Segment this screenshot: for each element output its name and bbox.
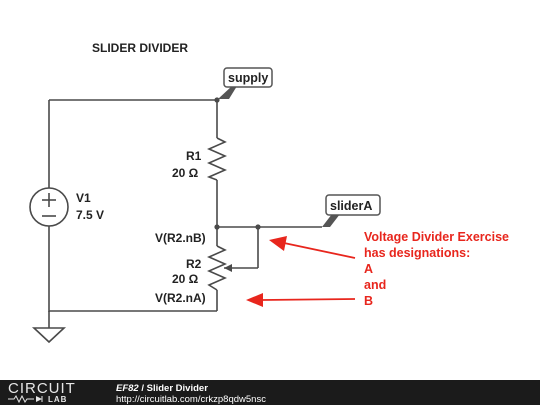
annotation-line-1: Voltage Divider Exercise bbox=[364, 230, 509, 244]
wires bbox=[48, 99, 322, 328]
node-label-r2-nb: V(R2.nB) bbox=[155, 231, 206, 245]
schematic-canvas: SLIDER DIVIDER R1 bbox=[29, 41, 509, 344]
node-label-r2-na: V(R2.nA) bbox=[155, 291, 206, 305]
resistor-r1-symbol[interactable] bbox=[206, 137, 227, 181]
annotation-line-5: B bbox=[364, 294, 373, 308]
schematic-title: SLIDER DIVIDER bbox=[92, 41, 188, 55]
r2-name: R2 bbox=[186, 257, 202, 271]
footer-separator: / bbox=[138, 383, 147, 394]
net-label-slider-a[interactable]: sliderA bbox=[322, 194, 381, 227]
resistor-r2-symbol[interactable] bbox=[207, 245, 227, 291]
slider-a-label-text: sliderA bbox=[330, 199, 372, 213]
v1-name: V1 bbox=[76, 191, 91, 205]
annotation-line-3: A bbox=[364, 262, 373, 276]
circuitlab-logo-bottom: LAB bbox=[48, 395, 68, 404]
footer-circuit-title: EF82 / Slider Divider bbox=[116, 383, 208, 394]
ground-icon bbox=[31, 327, 67, 344]
footer-circuit-name: Slider Divider bbox=[146, 383, 208, 394]
r1-name: R1 bbox=[186, 149, 202, 163]
junction-dot bbox=[214, 224, 220, 230]
footer-url-link[interactable]: http://circuitlab.com/crkzp8qdw5nsc bbox=[116, 394, 266, 405]
annotation-line-2: has designations: bbox=[364, 246, 470, 260]
circuitlab-logo-top: CIRCUIT bbox=[8, 380, 76, 397]
net-label-supply[interactable]: supply bbox=[218, 67, 273, 99]
footer-user[interactable]: EF82 bbox=[116, 383, 139, 394]
junction-dot bbox=[255, 224, 261, 230]
junction-dot bbox=[214, 97, 220, 103]
r2-value: 20 Ω bbox=[172, 272, 199, 286]
supply-label-text: supply bbox=[228, 71, 268, 85]
logo-wave-icon bbox=[8, 395, 43, 403]
footer-bar bbox=[0, 380, 540, 405]
r1-value: 20 Ω bbox=[172, 166, 199, 180]
annotation-line-4: and bbox=[364, 278, 386, 292]
wiper-arrow bbox=[224, 264, 232, 272]
voltage-source-v1-symbol[interactable] bbox=[29, 187, 69, 227]
v1-value: 7.5 V bbox=[76, 208, 104, 222]
annotation-note: Voltage Divider Exercise has designation… bbox=[364, 230, 509, 308]
annotation-arrows bbox=[246, 236, 356, 307]
